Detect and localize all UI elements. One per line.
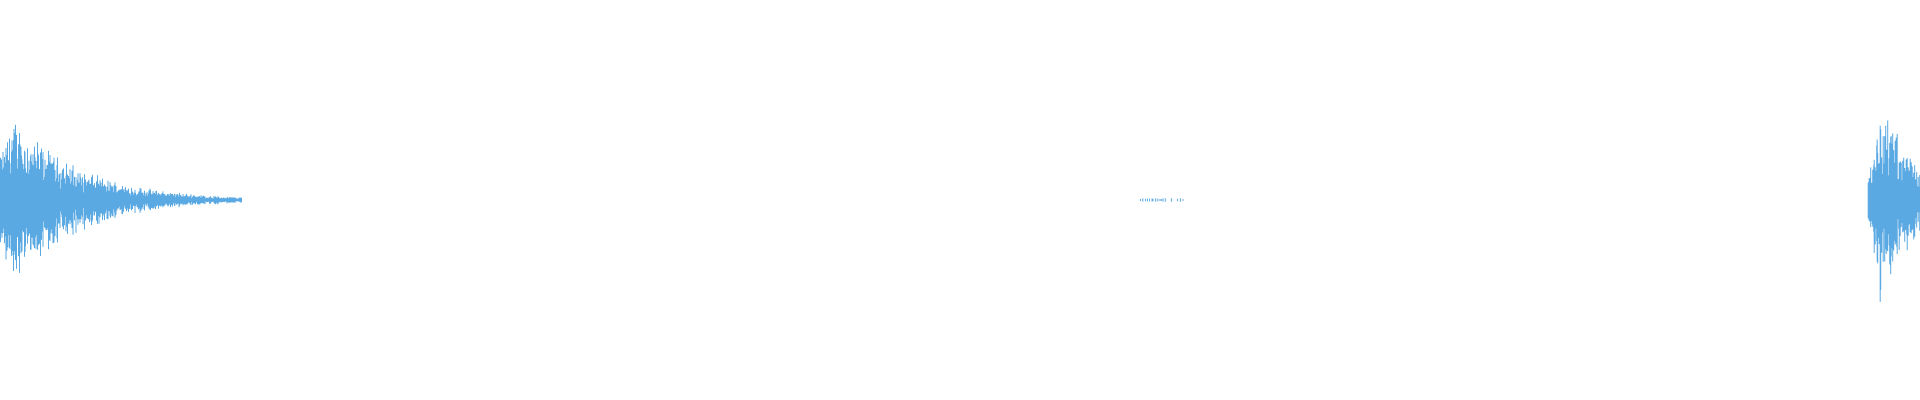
waveform-burst-end [1867, 120, 1920, 302]
waveform-burst-start [0, 124, 242, 273]
waveform-noise-mid [1140, 198, 1184, 202]
waveform-tail-specks [94, 198, 225, 202]
